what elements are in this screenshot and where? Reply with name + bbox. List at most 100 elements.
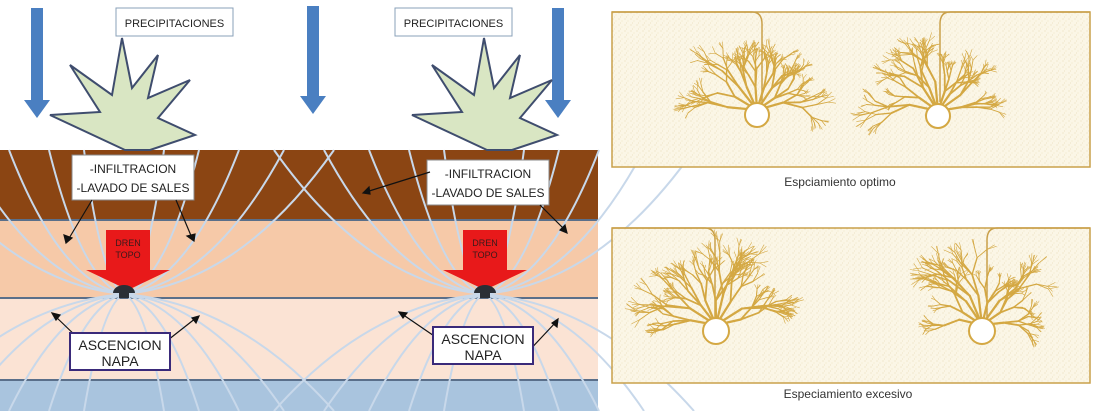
- root-branch: [780, 55, 784, 61]
- root-branch: [1030, 312, 1033, 318]
- root-branch: [660, 272, 671, 274]
- root-branch: [693, 250, 696, 258]
- root-branch: [921, 276, 928, 283]
- root-branch: [678, 262, 680, 270]
- root-branch: [924, 44, 928, 55]
- root-branch: [950, 245, 953, 254]
- root-branch: [663, 300, 669, 303]
- root-branch: [906, 37, 909, 46]
- root-branch: [771, 43, 776, 50]
- root-branch: [1025, 286, 1029, 293]
- root-branch: [755, 55, 760, 62]
- root-branch: [692, 274, 702, 285]
- root-branch: [1004, 281, 1006, 286]
- root-branch: [940, 57, 945, 66]
- root-branch: [943, 249, 953, 254]
- root-branch: [1013, 281, 1019, 285]
- root-branch: [875, 112, 893, 116]
- root-branch: [999, 99, 1007, 105]
- root-branch: [989, 65, 995, 71]
- root-branch: [963, 65, 966, 71]
- root-branch: [681, 105, 694, 109]
- root-branch: [1038, 255, 1047, 264]
- root-branch: [894, 95, 906, 98]
- root-branch: [759, 274, 766, 278]
- root-branch: [969, 56, 972, 63]
- flow-line: [483, 149, 645, 295]
- root-branch: [687, 106, 696, 114]
- root-branch: [1018, 283, 1038, 290]
- root-branch: [961, 53, 966, 61]
- root-system: [673, 32, 1008, 136]
- root-branch: [698, 85, 704, 93]
- spacing-diagram: Espciamiento optimo Especiamiento excesi…: [611, 11, 1091, 401]
- root-branch: [782, 316, 786, 324]
- root-branch: [1001, 281, 1006, 286]
- svg-text:-LAVADO DE SALES: -LAVADO DE SALES: [77, 181, 190, 195]
- root-branch: [765, 55, 770, 64]
- root-branch: [738, 45, 742, 51]
- root-branch: [964, 69, 966, 78]
- root-branch: [1026, 332, 1035, 336]
- root-branch: [974, 81, 979, 85]
- root-branch: [639, 312, 651, 321]
- root-branch: [709, 254, 714, 261]
- root-branch: [801, 73, 804, 79]
- root-branch: [663, 287, 670, 293]
- root-branch: [704, 279, 708, 302]
- root-branch: [665, 300, 669, 306]
- root-branch: [740, 56, 744, 61]
- root-branch: [1018, 288, 1024, 292]
- root-branch: [736, 237, 740, 246]
- root-branch: [663, 307, 675, 317]
- root-branch: [756, 48, 759, 54]
- root-branch: [1008, 281, 1011, 287]
- root-branch: [624, 308, 636, 311]
- root-branch: [786, 313, 795, 316]
- root-branch: [973, 102, 985, 105]
- root-branch: [792, 57, 798, 67]
- root-branch: [931, 274, 951, 282]
- root-branch: [772, 293, 775, 300]
- root-branch: [779, 75, 786, 86]
- drain-arrow: DREN TOPO: [443, 230, 527, 290]
- root-branch: [937, 277, 944, 282]
- root-branch: [828, 98, 836, 103]
- flow-line: [123, 293, 200, 411]
- root-branch: [820, 91, 828, 93]
- root-branch: [639, 307, 651, 312]
- root-branch: [961, 267, 968, 281]
- root-branch: [960, 257, 963, 269]
- root-branch: [797, 92, 806, 96]
- svg-text:PRECIPITACIONES: PRECIPITACIONES: [125, 18, 224, 30]
- root-branch: [629, 309, 639, 313]
- root-branch: [997, 273, 1001, 279]
- flow-line: [273, 149, 485, 295]
- root-branch: [1036, 327, 1043, 330]
- root-branch: [666, 288, 670, 294]
- root-branch: [938, 52, 941, 59]
- root-branch: [1035, 283, 1049, 287]
- root-branch: [758, 48, 765, 53]
- root-branch: [811, 124, 814, 132]
- root-branch: [968, 74, 978, 82]
- root-branch: [1033, 334, 1039, 336]
- root-branch: [727, 253, 735, 266]
- root-branch: [999, 98, 1006, 105]
- root-branch: [673, 265, 680, 270]
- root-branch: [1033, 268, 1042, 273]
- root-branch: [1027, 292, 1032, 296]
- root-branch: [650, 273, 658, 276]
- root-branch: [1006, 273, 1009, 280]
- root-branch: [758, 246, 767, 255]
- root-branch: [984, 92, 988, 96]
- root-branch: [862, 97, 868, 102]
- root-branch: [928, 258, 936, 262]
- svg-text:-LAVADO DE SALES: -LAVADO DE SALES: [432, 186, 545, 200]
- root-branch: [755, 288, 758, 297]
- root-branch: [653, 300, 660, 303]
- root-branch: [986, 246, 997, 250]
- root-branch: [727, 55, 731, 60]
- root-branch: [926, 273, 939, 278]
- root-branch: [714, 52, 724, 59]
